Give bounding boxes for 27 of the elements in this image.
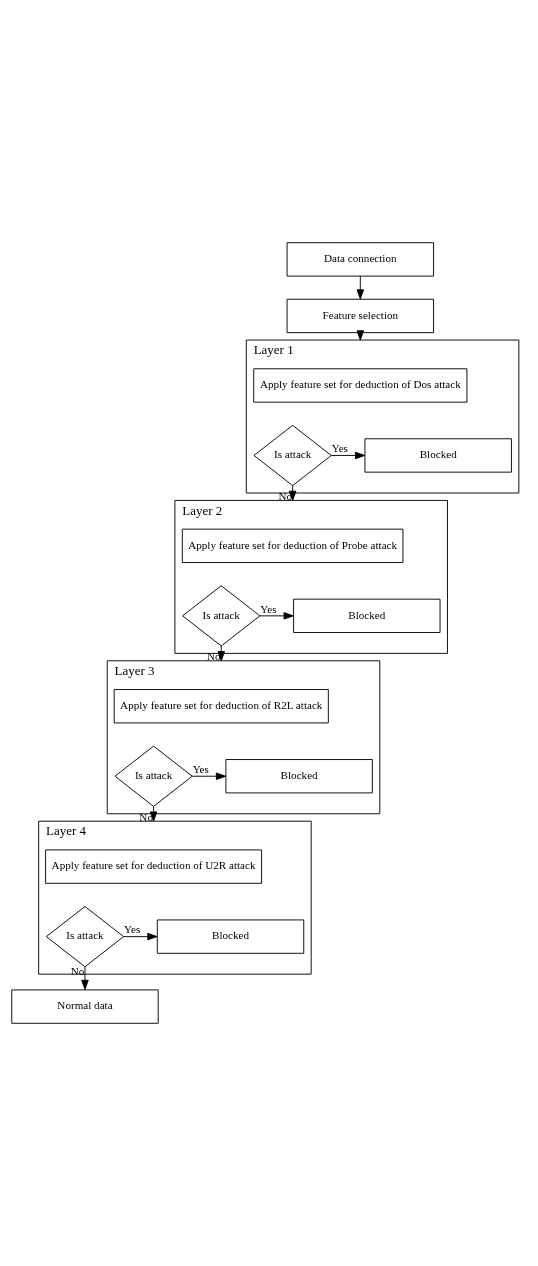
node-diamond: Is attack	[253, 424, 332, 487]
arrow	[356, 275, 365, 300]
edge-label: Yes	[124, 923, 141, 936]
node-box: Blocked	[225, 759, 373, 794]
node-box: Blocked	[156, 919, 305, 954]
arrow	[123, 932, 158, 941]
node-box: Apply feature set for deduction of R2L attack	[113, 689, 329, 724]
edge-label: Yes	[192, 763, 209, 776]
node-box: Blocked	[364, 438, 512, 473]
arrow	[191, 772, 227, 780]
node-diamond: Is attack	[182, 585, 261, 647]
arrow	[81, 966, 89, 990]
arrow	[217, 645, 225, 662]
edge-label: Yes	[331, 442, 348, 455]
node-box: Blocked	[293, 598, 441, 633]
node-diamond: Is attack	[45, 906, 125, 968]
node-box: Normal data	[11, 989, 159, 1024]
node-box: Apply feature set for deduction of U2R attack	[45, 849, 263, 884]
arrow	[149, 805, 158, 822]
node-box: Apply feature set for deduction of Probe attack	[181, 528, 404, 563]
edge-label: Yes	[260, 602, 277, 615]
arrow	[288, 485, 297, 501]
arrow	[259, 612, 294, 620]
node-box: Apply feature set for deduction of Dos attack	[253, 368, 468, 403]
arrow	[330, 451, 366, 460]
node-box: Data connection	[286, 242, 434, 277]
node-diamond: Is attack	[114, 745, 193, 807]
